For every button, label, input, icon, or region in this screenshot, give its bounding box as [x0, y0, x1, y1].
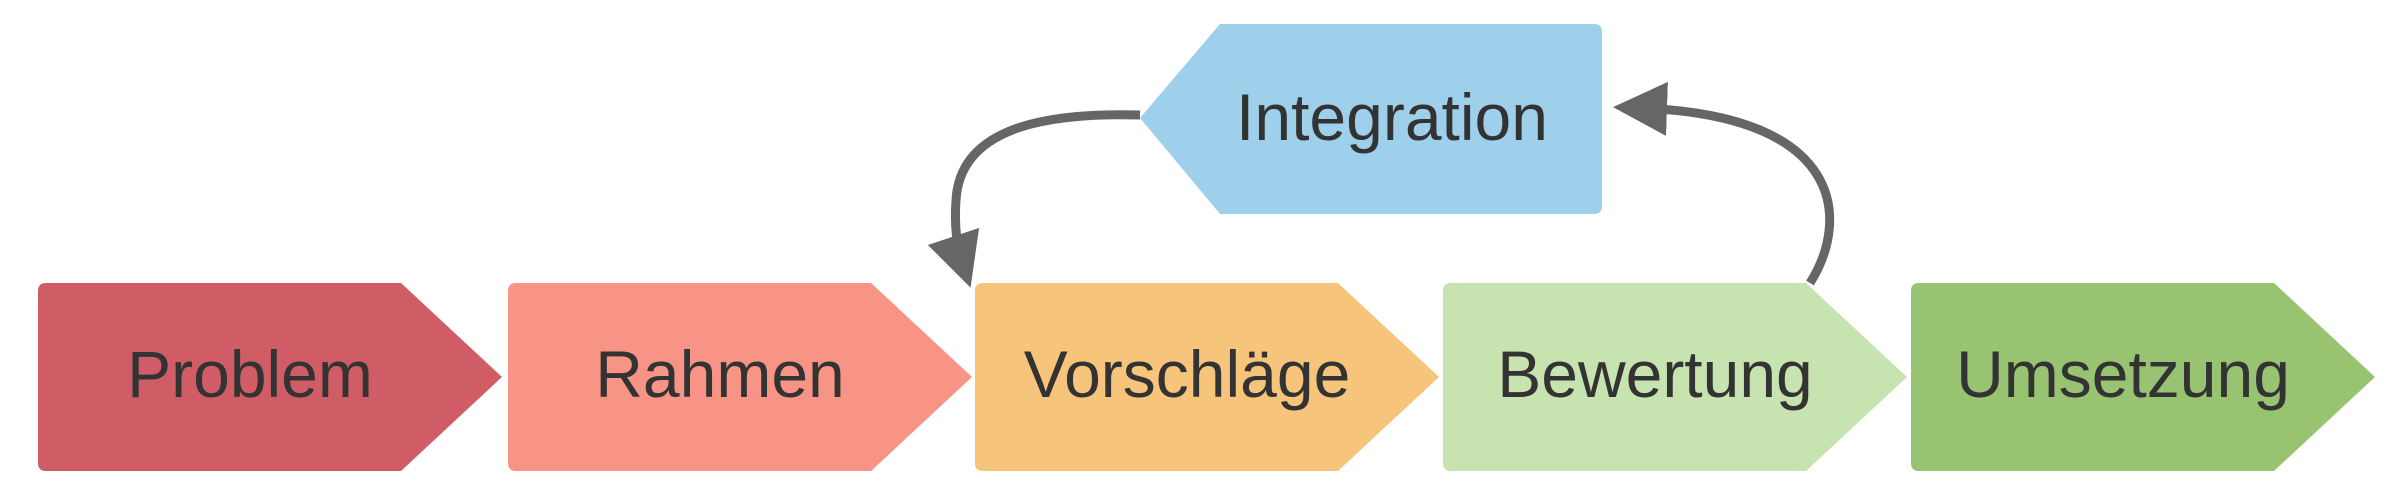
integration-step: Integration [1140, 24, 1602, 214]
arrow-integration-to-vorschlaege [927, 110, 1141, 288]
step-rahmen: Rahmen [508, 283, 972, 471]
step-label: Vorschläge [1024, 337, 1351, 411]
step-shape [975, 283, 1439, 471]
step-label: Rahmen [595, 337, 844, 411]
step-bewertung: Bewertung [1443, 283, 1907, 471]
integration-label: Integration [1236, 80, 1548, 154]
integration-shape [1140, 24, 1602, 214]
step-shape [38, 283, 502, 471]
step-shape [1911, 283, 2375, 471]
step-shape [508, 283, 972, 471]
arrow-bewertung-to-integration [1613, 81, 1835, 286]
step-vorschlaege: Vorschläge [975, 283, 1439, 471]
step-umsetzung: Umsetzung [1911, 283, 2375, 471]
step-label: Problem [127, 337, 373, 411]
step-shape [1443, 283, 1907, 471]
step-problem: Problem [38, 283, 502, 471]
step-label: Bewertung [1497, 337, 1813, 411]
step-label: Umsetzung [1956, 337, 2290, 411]
